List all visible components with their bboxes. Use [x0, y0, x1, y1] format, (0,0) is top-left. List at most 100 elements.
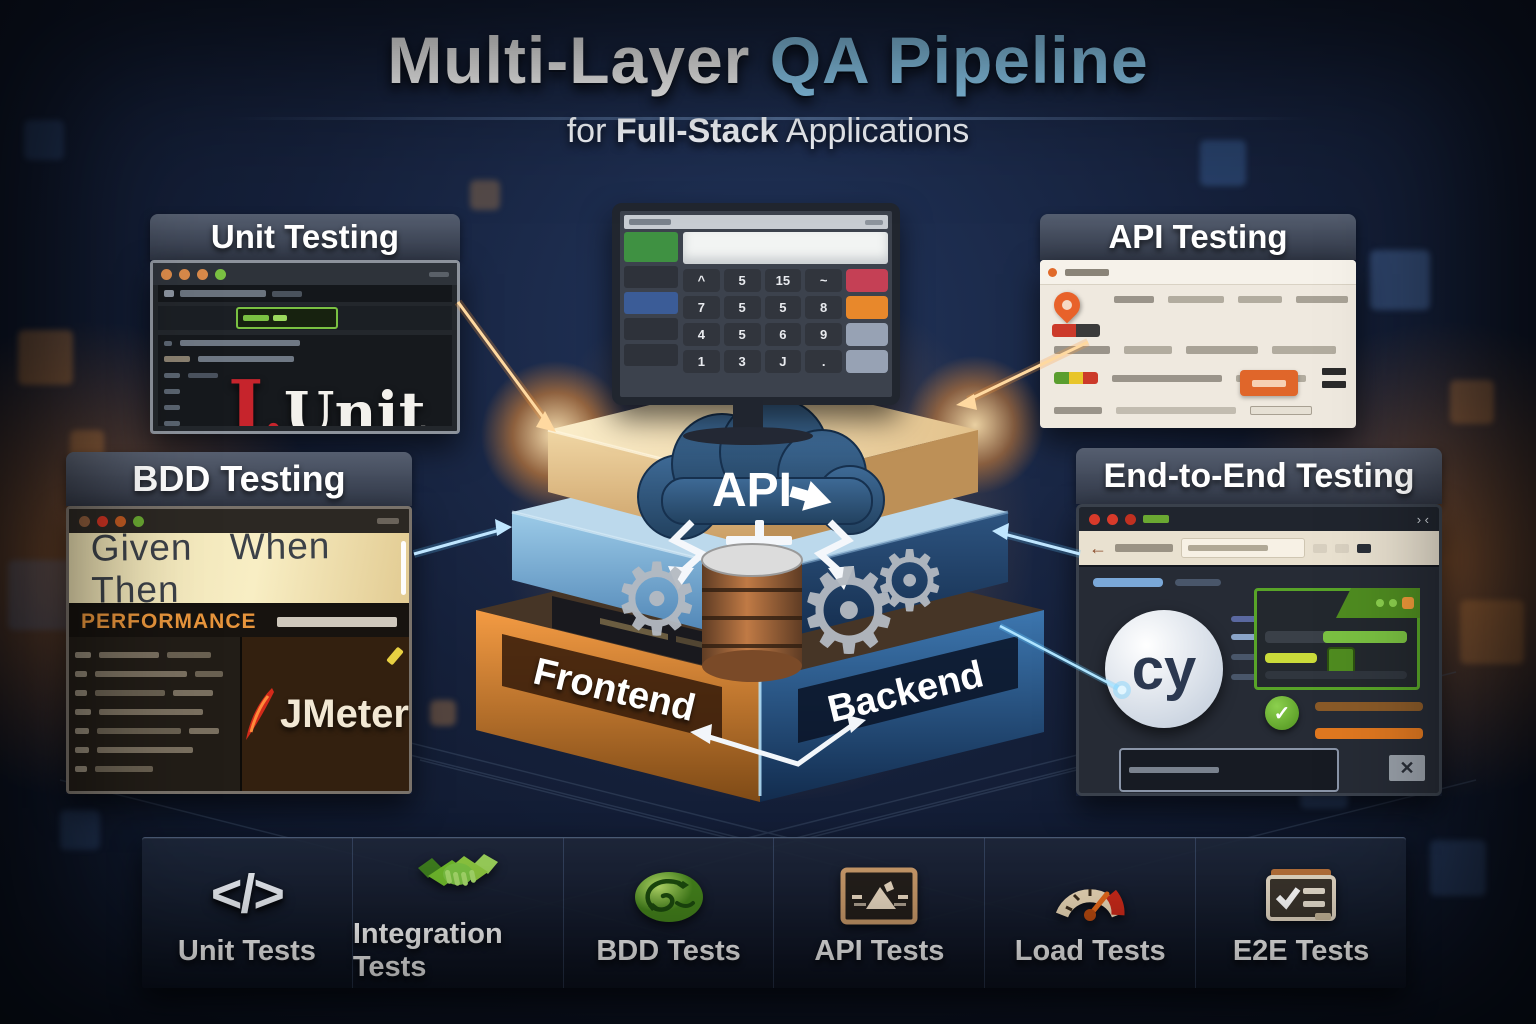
- e2e-testing-window: › ‹ ← cy: [1076, 504, 1442, 796]
- calculator-key-gray: [846, 323, 888, 346]
- ide-toolbar: [158, 285, 452, 302]
- footer-item-label: Load Tests: [1014, 934, 1166, 967]
- footer-item-e2e-tests: E2E Tests: [1195, 838, 1406, 988]
- calculator-app: ^ 5 15 ~ 7 5 5 8 4 5 6 9 1 3: [620, 232, 892, 373]
- corner-marks: › ‹: [1416, 511, 1429, 527]
- junit-logo-name: Unit: [283, 379, 426, 426]
- jmeter-feather-icon: [246, 688, 275, 740]
- ide-run-row: [158, 306, 452, 330]
- send-button: [1240, 370, 1298, 396]
- gears: ⚙ ⚙ ⚙: [612, 534, 947, 678]
- bokeh-square: [24, 120, 64, 160]
- bokeh-square: [1460, 600, 1524, 664]
- api-testing-title-bar: API Testing: [1040, 214, 1356, 260]
- calculator-key: 15: [764, 269, 802, 292]
- browser-address-bar: ←: [1079, 531, 1439, 567]
- footer-item-label: API Tests: [814, 934, 945, 967]
- footer-item-label: Integration Tests: [352, 918, 503, 983]
- footer-item-label: Unit Tests: [177, 934, 316, 967]
- window-traffic-dots: [161, 268, 226, 280]
- bokeh-square: [1200, 140, 1246, 186]
- calculator-display: [683, 232, 888, 264]
- jmeter-label: JMeter: [280, 691, 409, 736]
- calculator-key: 9: [805, 323, 842, 346]
- ide-code-area: J.Unit: [158, 335, 452, 426]
- calculator-key-orange: [846, 296, 888, 319]
- calculator-key: 5: [764, 296, 802, 319]
- e2e-testing-title-bar: End-to-End Testing: [1076, 448, 1442, 504]
- footer-item-api-tests: API Tests: [773, 838, 984, 988]
- check-glyph: ✓: [1273, 702, 1291, 725]
- status-pill: [1054, 372, 1098, 384]
- monitor-stand-base: [683, 427, 813, 445]
- bokeh-square: [470, 180, 500, 210]
- calculator-key-red: [846, 269, 888, 292]
- monitor-stand-neck: [733, 400, 763, 432]
- title-underline-streak: [230, 117, 1310, 120]
- calculator-key: 8: [805, 296, 842, 319]
- gauge-icon: [1052, 859, 1128, 925]
- close-icon: ✕: [1389, 755, 1425, 781]
- frontend-band: [502, 634, 722, 741]
- calculator-key: 1: [683, 350, 720, 373]
- page-subtitle: for Full-Stack Applications: [0, 112, 1536, 151]
- gear-icon: ⚙: [872, 534, 947, 628]
- run-tests-button: [236, 307, 338, 329]
- close-glyph: ✕: [1399, 757, 1415, 778]
- calculator-keypad: ^ 5 15 ~ 7 5 5 8 4 5 6 9 1 3: [683, 269, 888, 373]
- bokeh-square: [430, 700, 456, 726]
- unit-testing-panel: Unit Testing: [150, 214, 460, 434]
- calculator-side-button: [624, 344, 678, 366]
- subtitle-bold: Full-Stack: [615, 112, 779, 150]
- calculator-key: 4: [683, 323, 720, 346]
- unit-testing-title: Unit Testing: [210, 218, 400, 255]
- cypress-logo-text: cy: [1131, 636, 1197, 702]
- performance-label: PERFORMANCE: [81, 610, 257, 633]
- api-screen-icon: [840, 859, 918, 925]
- junit-logo: J.Unit: [228, 365, 425, 426]
- bokeh-square: [1450, 380, 1494, 424]
- code-icon: </>: [211, 859, 285, 925]
- calculator-key: ~: [805, 269, 842, 292]
- bdd-testing-title-bar: BDD Testing: [66, 452, 412, 506]
- frontend-backend-arrows: [690, 715, 866, 767]
- jmeter-zone: JMeter: [242, 637, 409, 791]
- location-pin-icon: [1048, 286, 1086, 324]
- calculator-key: 5: [723, 269, 761, 292]
- calculator-key: 5: [723, 323, 761, 346]
- subtitle-pre: for: [566, 112, 607, 150]
- calculator-side-button: [624, 318, 678, 340]
- bokeh-square: [60, 810, 100, 850]
- api-cloud-label: API: [712, 464, 792, 517]
- performance-row: PERFORMANCE: [69, 607, 409, 637]
- footer-item-bdd-tests: BDD Tests: [562, 838, 774, 988]
- bokeh-square: [1370, 250, 1430, 310]
- bdd-testing-panel: BDD Testing Given When Then PERFORMANCE: [66, 452, 412, 794]
- e2e-testing-panel: End-to-End Testing › ‹ ←: [1076, 448, 1442, 796]
- subtitle-post: Applications: [785, 112, 970, 150]
- junit-logo-j: J: [228, 365, 264, 426]
- header: Multi-Layer QA Pipeline for Full-Stack A…: [0, 22, 1536, 151]
- calculator-blue-button: [624, 292, 678, 314]
- backend-band: [798, 636, 1018, 743]
- calculator-key: .: [805, 350, 842, 373]
- command-input: [1119, 748, 1339, 792]
- unit-testing-window: J.Unit: [150, 260, 460, 434]
- calculator-main: ^ 5 15 ~ 7 5 5 8 4 5 6 9 1 3: [683, 232, 888, 373]
- results-table: [69, 637, 243, 791]
- test-runner-panel: [1254, 588, 1420, 690]
- method-pill: [1052, 324, 1100, 337]
- api-testing-title: API Testing: [1108, 218, 1288, 255]
- api-testing-panel: API Testing: [1040, 214, 1356, 428]
- back-arrow-icon: ←: [1089, 537, 1107, 558]
- footer-item-load-tests: Load Tests: [984, 838, 1195, 988]
- footer-item-label: E2E Tests: [1232, 934, 1370, 967]
- runner-badge: [1336, 588, 1420, 618]
- scrollbar: [401, 541, 406, 595]
- gear-icon: ⚙: [796, 546, 902, 678]
- monitor: ^ 5 15 ~ 7 5 5 8 4 5 6 9 1 3: [612, 203, 900, 405]
- pencil-icon: [386, 646, 404, 666]
- data-flow-zigzags: [668, 519, 854, 575]
- footer-item-integration-tests: Integration Tests: [351, 838, 563, 988]
